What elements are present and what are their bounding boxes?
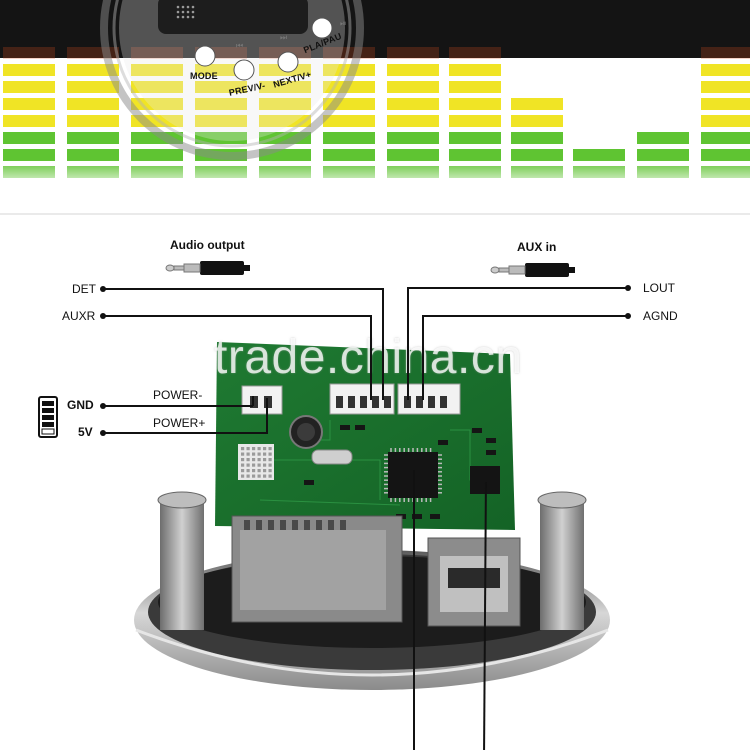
det-pin-line-v bbox=[382, 288, 384, 400]
power-minus-label: POWER- bbox=[153, 388, 203, 402]
svg-text:⏮: ⏮ bbox=[236, 41, 243, 50]
auxr-pin-line bbox=[103, 315, 372, 317]
agnd-pin-label: AGND bbox=[643, 309, 678, 323]
lout-pin-line-v bbox=[407, 287, 409, 400]
lout-pin-label: LOUT bbox=[643, 281, 676, 295]
agnd-pin-line bbox=[423, 315, 628, 317]
audio-output-jack-icon bbox=[165, 261, 250, 275]
audio-output-label: Audio output bbox=[170, 238, 245, 252]
main-chip-leader-line bbox=[413, 470, 415, 750]
5v-line bbox=[103, 432, 268, 434]
module-board-photo bbox=[134, 342, 610, 690]
agnd-pin-line-v bbox=[422, 315, 424, 400]
svg-text:⏯: ⏯ bbox=[340, 19, 346, 28]
lout-pin-line bbox=[408, 287, 628, 289]
gnd-line bbox=[103, 405, 253, 407]
svg-text:⏭: ⏭ bbox=[280, 33, 287, 42]
equalizer-banner: ⏮ ⏭ ⏯ bbox=[0, 0, 750, 215]
gnd-line-v bbox=[252, 396, 254, 406]
mode-button-label: MODE bbox=[190, 71, 218, 81]
watermark: trade.china.cn bbox=[214, 331, 523, 384]
aux-in-label: AUX in bbox=[517, 240, 557, 254]
det-pin-line bbox=[103, 288, 384, 290]
auxr-pin-line-v bbox=[370, 315, 372, 400]
agnd-pin-dot bbox=[625, 313, 631, 319]
5v-line-v bbox=[266, 398, 268, 433]
battery-icon bbox=[38, 396, 58, 438]
5v-label: 5V bbox=[78, 425, 93, 439]
power-plus-label: POWER+ bbox=[153, 416, 206, 430]
det-pin-label: DET bbox=[72, 282, 96, 296]
gnd-label: GND bbox=[67, 398, 94, 412]
auxr-pin-label: AUXR bbox=[62, 309, 96, 323]
lout-pin-dot bbox=[625, 285, 631, 291]
aux-in-jack-icon bbox=[490, 263, 575, 277]
